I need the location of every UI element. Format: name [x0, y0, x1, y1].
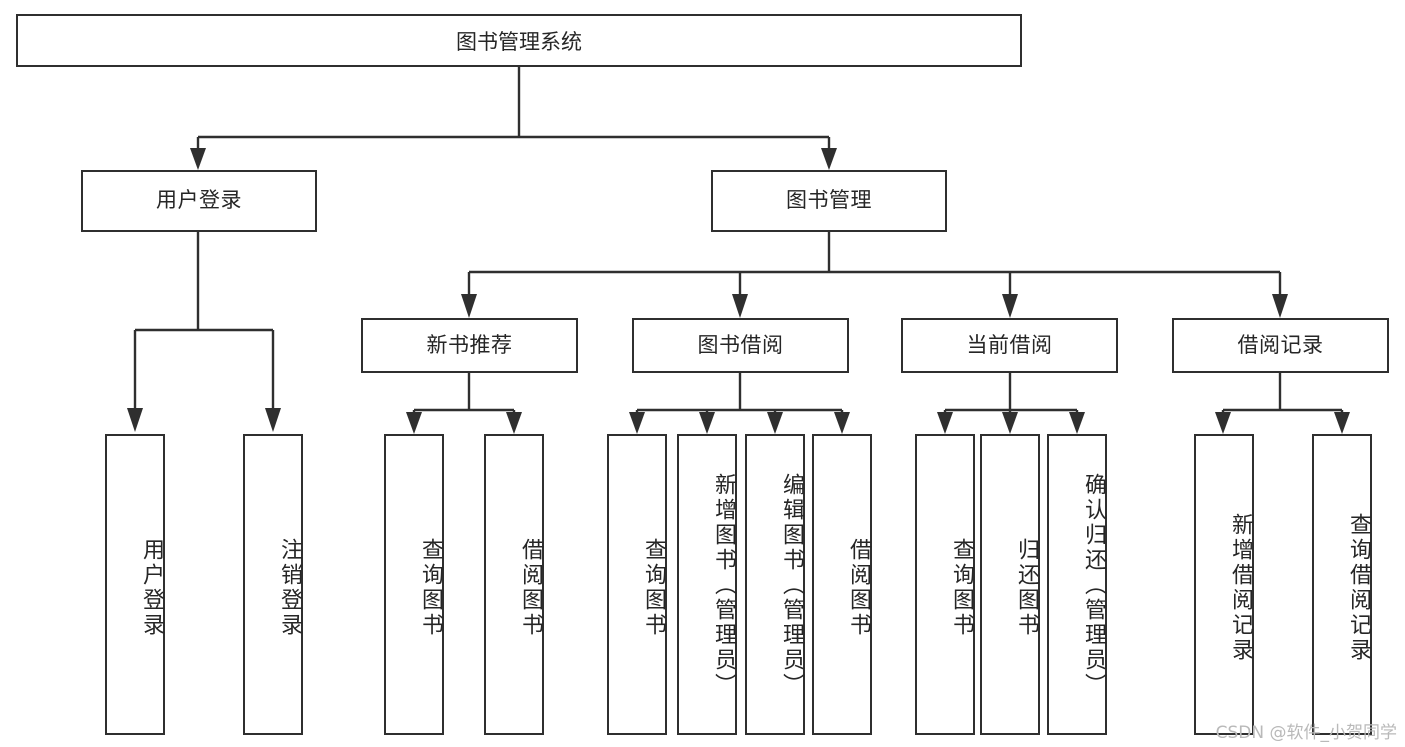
node-label: 新增图书（管理员） — [711, 473, 736, 698]
node-new-book-recommend[interactable]: 新书推荐 — [361, 318, 578, 373]
node-label: 查询图书 — [641, 537, 666, 638]
node-current-borrow[interactable]: 当前借阅 — [901, 318, 1118, 373]
leaf-borrow-edit-book-admin[interactable]: 编辑图书（管理员） — [745, 434, 805, 735]
leaf-borrow-borrow-book[interactable]: 借阅图书 — [812, 434, 872, 735]
node-label: 查询图书 — [949, 537, 974, 638]
leaf-user-login-login[interactable]: 用户登录 — [105, 434, 165, 735]
node-label: 借阅图书 — [518, 537, 543, 638]
leaf-new-book-query[interactable]: 查询图书 — [384, 434, 444, 735]
node-label: 用户登录 — [156, 188, 242, 213]
node-label: 新书推荐 — [426, 332, 513, 357]
node-label: 查询借阅记录 — [1346, 512, 1371, 663]
leaf-current-query-book[interactable]: 查询图书 — [915, 434, 975, 735]
node-label: 图书管理 — [786, 188, 872, 213]
node-label: 当前借阅 — [966, 332, 1053, 357]
watermark: CSDN @软件_小贺同学 — [1215, 723, 1397, 743]
node-label: 图书管理系统 — [456, 29, 582, 54]
leaf-current-return-book[interactable]: 归还图书 — [980, 434, 1040, 735]
node-label: 借阅图书 — [846, 537, 871, 638]
leaf-record-add-record[interactable]: 新增借阅记录 — [1194, 434, 1254, 735]
leaf-user-login-logout[interactable]: 注销登录 — [243, 434, 303, 735]
node-label: 确认归还（管理员） — [1081, 473, 1106, 698]
node-label: 注销登录 — [277, 537, 302, 638]
node-label: 编辑图书（管理员） — [779, 473, 804, 698]
node-label: 用户登录 — [139, 537, 164, 638]
node-label: 借阅记录 — [1237, 332, 1324, 357]
node-root-system[interactable]: 图书管理系统 — [16, 14, 1022, 67]
leaf-borrow-query-book[interactable]: 查询图书 — [607, 434, 667, 735]
node-book-management[interactable]: 图书管理 — [711, 170, 947, 232]
node-user-login[interactable]: 用户登录 — [81, 170, 317, 232]
node-borrow-record[interactable]: 借阅记录 — [1172, 318, 1389, 373]
leaf-record-query-record[interactable]: 查询借阅记录 — [1312, 434, 1372, 735]
node-book-borrow[interactable]: 图书借阅 — [632, 318, 849, 373]
leaf-new-book-borrow[interactable]: 借阅图书 — [484, 434, 544, 735]
node-label: 归还图书 — [1014, 537, 1039, 638]
node-label: 新增借阅记录 — [1228, 512, 1253, 663]
node-label: 图书借阅 — [697, 332, 784, 357]
node-label: 查询图书 — [418, 537, 443, 638]
leaf-current-confirm-return-admin[interactable]: 确认归还（管理员） — [1047, 434, 1107, 735]
leaf-borrow-add-book-admin[interactable]: 新增图书（管理员） — [677, 434, 737, 735]
